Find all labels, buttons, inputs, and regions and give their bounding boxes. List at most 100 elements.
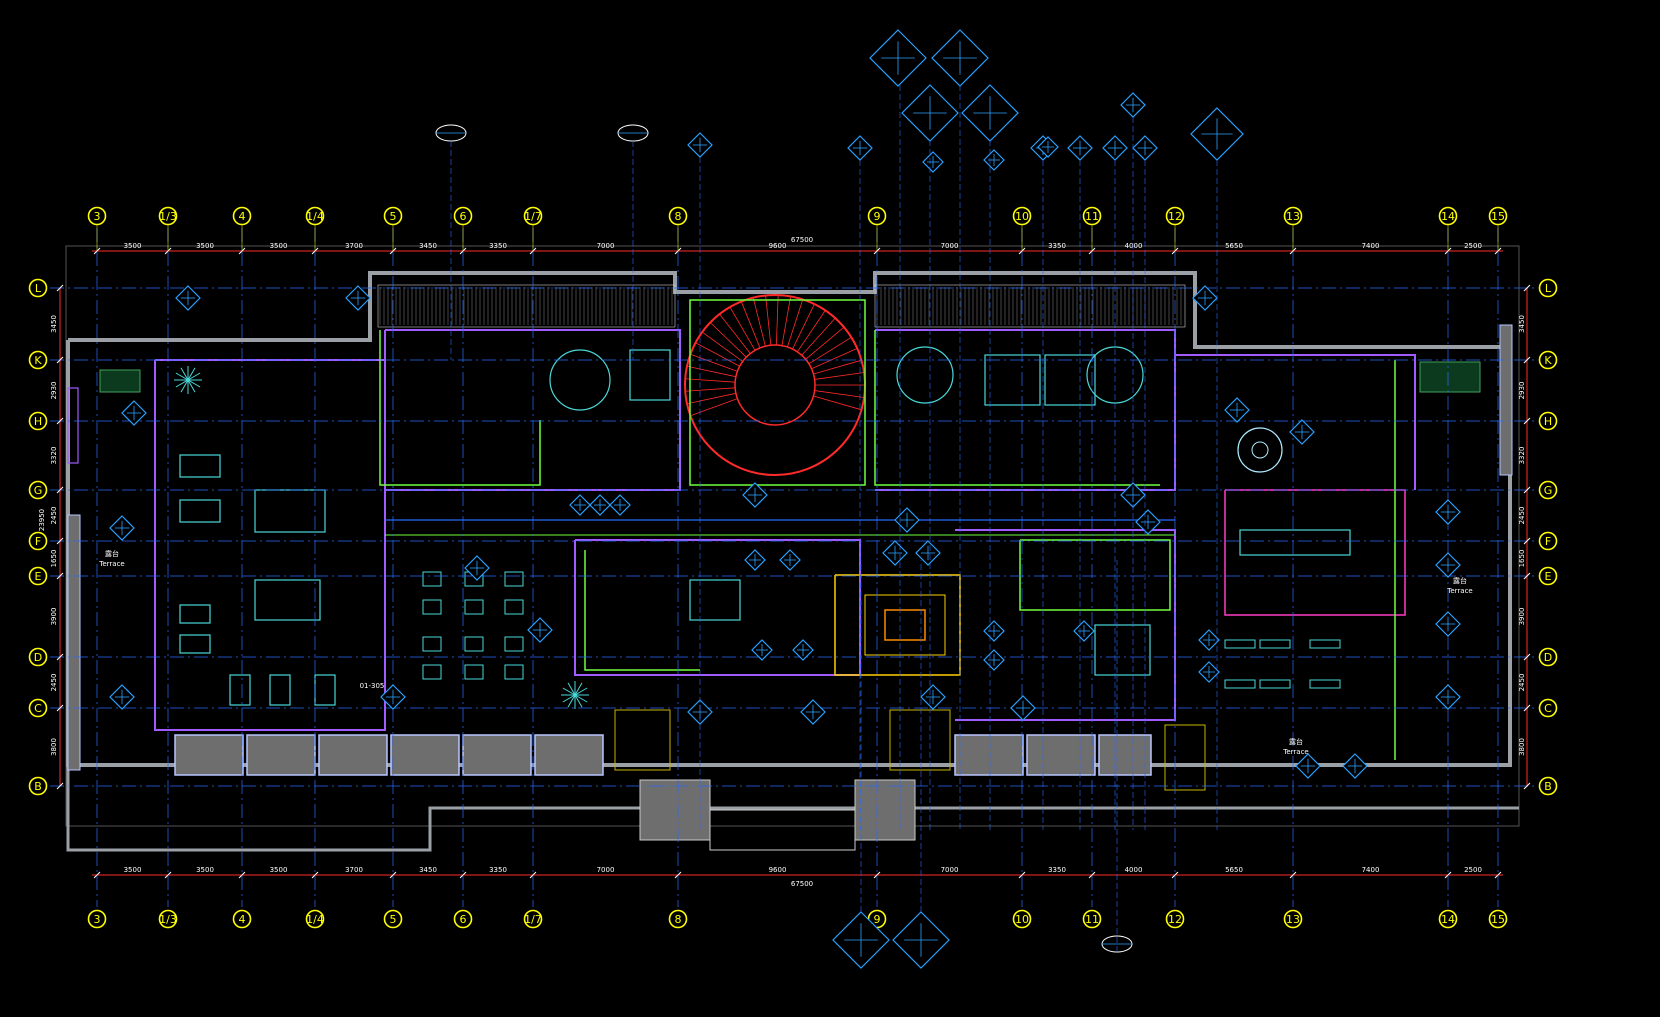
elevation-tag-43 <box>1102 135 1128 161</box>
svg-text:9: 9 <box>874 913 881 926</box>
dimension-tick <box>1523 486 1531 494</box>
elevation-tag-36 <box>983 649 1005 671</box>
svg-text:13: 13 <box>1286 913 1300 926</box>
dimension-label-right-6: 2450 <box>1518 674 1526 692</box>
svg-text:11: 11 <box>1085 210 1099 223</box>
column-bubble-top-5: 6 <box>453 206 473 226</box>
dimension-label-top-8: 7000 <box>941 242 959 250</box>
row-bubble-right-4: F <box>1538 531 1558 551</box>
row-bubble-left-6: D <box>28 647 48 667</box>
row-bubble-left-3: G <box>28 480 48 500</box>
elevation-tag-19 <box>569 494 591 516</box>
dimension-label-bottom-9: 3350 <box>1048 866 1066 874</box>
terrace-left-cn: 露台 <box>105 549 119 558</box>
dimension-tick <box>389 871 397 879</box>
svg-text:D: D <box>1544 651 1552 664</box>
terrace-bottom-en: Terrace <box>1282 748 1308 756</box>
row-bubble-right-2: H <box>1538 411 1558 431</box>
dimension-tick <box>238 871 246 879</box>
column-bubble-bottom-1: 1/3 <box>158 909 178 929</box>
dimension-label-top-5: 3350 <box>489 242 507 250</box>
column-bubble-top-10: 11 <box>1082 206 1102 226</box>
elevation-tag-26 <box>779 549 801 571</box>
elevation-tag-33 <box>920 684 946 710</box>
dimension-label-bottom-12: 7400 <box>1362 866 1380 874</box>
column-bubble-bottom-9: 10 <box>1012 909 1032 929</box>
elevation-tag-28 <box>527 617 553 643</box>
elevation-tag-10 <box>1435 611 1461 637</box>
elevation-tag-38 <box>380 684 406 710</box>
elevation-tag-7 <box>1289 419 1315 445</box>
column-bubble-top-13: 14 <box>1438 206 1458 226</box>
svg-text:15: 15 <box>1491 913 1505 926</box>
dimension-label-left-2: 3320 <box>50 447 58 465</box>
dimension-label-top-3: 3700 <box>345 242 363 250</box>
elevation-tag-54 <box>832 911 890 969</box>
elevation-tag-32 <box>800 699 826 725</box>
column-bubble-top-9: 10 <box>1012 206 1032 226</box>
column-bubble-bottom-11: 12 <box>1165 909 1185 929</box>
terrace-right-en: Terrace <box>1446 587 1472 595</box>
section-mark-0 <box>435 124 467 360</box>
dimension-label-bottom-10: 4000 <box>1125 866 1143 874</box>
row-bubble-left-7: C <box>28 698 48 718</box>
column-bubble-bottom-0: 3 <box>87 909 107 929</box>
svg-text:H: H <box>1544 415 1552 428</box>
dimension-label-top-9: 3350 <box>1048 242 1066 250</box>
column-bubble-top-14: 15 <box>1488 206 1508 226</box>
column-bubble-bottom-2: 4 <box>232 909 252 929</box>
elevation-tag-5 <box>1192 285 1218 311</box>
elevation-tag-17 <box>1135 509 1161 535</box>
elevation-tag-2 <box>121 400 147 426</box>
elevation-tag-3 <box>109 515 135 541</box>
svg-text:1/4: 1/4 <box>306 210 324 223</box>
svg-text:8: 8 <box>675 210 682 223</box>
dimension-label-top-0: 3500 <box>124 242 142 250</box>
svg-text:E: E <box>1545 570 1552 583</box>
svg-text:F: F <box>1545 535 1551 548</box>
dimension-tick <box>1171 247 1179 255</box>
svg-text:F: F <box>35 535 41 548</box>
svg-text:1/7: 1/7 <box>524 913 542 926</box>
dimension-label-bottom-1: 3500 <box>196 866 214 874</box>
dimension-label-right-3: 2450 <box>1518 507 1526 525</box>
column-bubble-bottom-12: 13 <box>1283 909 1303 929</box>
terrace-right-cn: 露台 <box>1453 576 1467 585</box>
dimension-label-top-4: 3450 <box>419 242 437 250</box>
column-bubble-top-7: 8 <box>668 206 688 226</box>
dimension-vertical-extra: 23950 <box>38 509 46 531</box>
dimension-tick <box>1289 871 1297 879</box>
dimension-tick <box>56 572 64 580</box>
column-bubble-top-2: 4 <box>232 206 252 226</box>
dimension-tick <box>1523 537 1531 545</box>
elevation-tag-9 <box>1435 552 1461 578</box>
elevation-tag-15 <box>1342 753 1368 779</box>
elevation-tag-6 <box>1224 397 1250 423</box>
section-mark-1 <box>617 124 649 360</box>
svg-text:12: 12 <box>1168 913 1182 926</box>
svg-text:G: G <box>34 484 43 497</box>
dimension-tick <box>529 871 537 879</box>
row-bubble-left-0: L <box>28 278 48 298</box>
dimension-label-right-2: 3320 <box>1518 447 1526 465</box>
svg-text:E: E <box>35 570 42 583</box>
row-bubble-left-5: E <box>28 566 48 586</box>
elevation-tag-25 <box>744 549 766 571</box>
column-bubble-bottom-10: 11 <box>1082 909 1102 929</box>
svg-text:5: 5 <box>390 913 397 926</box>
elevation-tag-18 <box>742 482 768 508</box>
dimension-tick <box>1018 247 1026 255</box>
elevation-tag-20 <box>589 494 611 516</box>
room-tag: 01-305 <box>360 682 385 690</box>
column-bubble-bottom-7: 8 <box>668 909 688 929</box>
svg-text:5: 5 <box>390 210 397 223</box>
elevation-tag-39 <box>687 132 713 158</box>
dimension-label-top-10: 4000 <box>1125 242 1143 250</box>
elevation-tag-50 <box>961 84 1019 142</box>
svg-text:6: 6 <box>460 913 467 926</box>
dimension-label-bottom-6: 7000 <box>597 866 615 874</box>
